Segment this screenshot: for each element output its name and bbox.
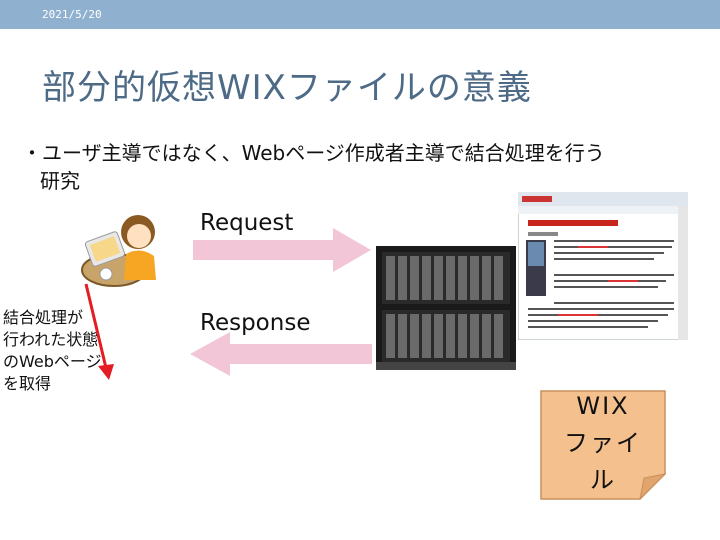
- webpage-screenshot-icon: [518, 192, 688, 340]
- wix-note-line-2: ファイ: [548, 425, 658, 462]
- side-note-line-4: を取得: [3, 373, 123, 395]
- slide-title: 部分的仮想WIXファイルの意義: [42, 60, 532, 109]
- blade-server-icon: [372, 244, 522, 372]
- wix-note-line-3: ル: [548, 462, 658, 499]
- user-with-laptop-icon: [76, 210, 166, 290]
- bullet-text: ・ユーザ主導ではなく、Webページ作成者主導で結合処理を行う 研究: [22, 139, 702, 195]
- side-note: 結合処理が 行われた状態 のWebページ を取得: [3, 307, 123, 395]
- side-note-line-3: のWebページ: [3, 351, 123, 373]
- side-note-line-2: 行われた状態: [3, 329, 123, 351]
- response-label: Response: [200, 310, 310, 336]
- bullet-line-1: ・ユーザ主導ではなく、Webページ作成者主導で結合処理を行う: [22, 141, 605, 165]
- bullet-line-2: 研究: [22, 167, 702, 195]
- header-bar: 2021/5/20: [0, 0, 720, 29]
- request-label: Request: [200, 210, 293, 236]
- response-arrow: [190, 332, 372, 376]
- side-note-line-1: 結合処理が: [3, 307, 123, 329]
- slide-date: 2021/5/20: [42, 8, 102, 21]
- wix-note-text: WIX ファイ ル: [548, 388, 658, 499]
- wix-note-line-1: WIX: [548, 388, 658, 425]
